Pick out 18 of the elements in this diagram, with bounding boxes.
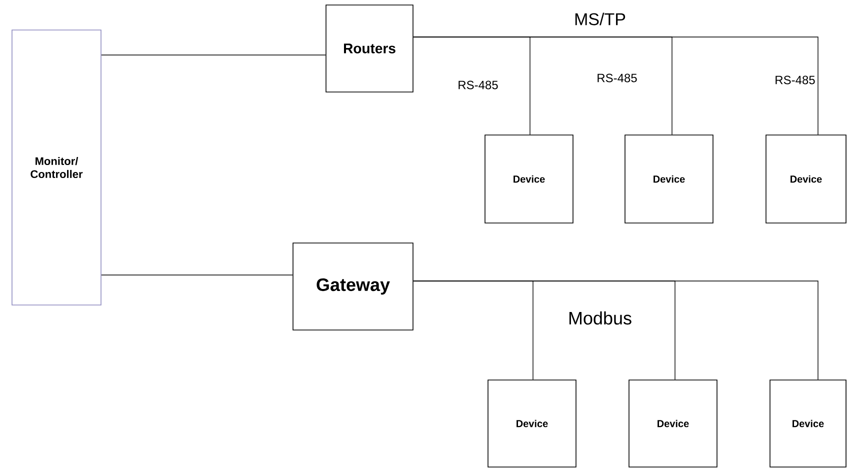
edge-label: RS-485 (774, 74, 816, 86)
edge-label: RS-485 (596, 72, 638, 84)
router-box: Routers (326, 4, 414, 92)
device-box: Device (770, 380, 846, 468)
device-box: Device (484, 134, 574, 224)
edge-label: RS-485 (456, 80, 500, 90)
bus-label: MS/TP (573, 12, 627, 26)
device-box: Device (766, 134, 846, 224)
device-box: Device (628, 380, 718, 468)
gateway-box: Gateway (292, 242, 414, 330)
connector-line (413, 280, 818, 380)
connector-line (413, 36, 818, 135)
bus-label: Modbus (566, 310, 634, 326)
connector-line (101, 274, 293, 276)
controller-box: Monitor/ Controller (12, 30, 102, 306)
device-box: Device (488, 380, 576, 468)
connector-line (101, 54, 326, 56)
device-box: Device (624, 134, 714, 224)
